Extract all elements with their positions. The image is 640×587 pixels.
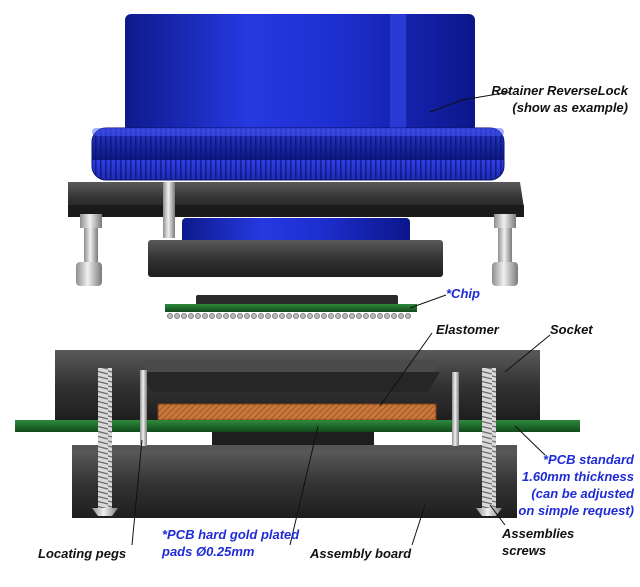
solder-ball [265,313,270,318]
elastomer-layer [158,404,436,420]
solder-ball [405,313,410,318]
chip-substrate [165,304,417,312]
solder-ball [293,313,298,318]
chip-ball-array [167,313,410,318]
solder-ball [377,313,382,318]
solder-ball [174,313,179,318]
retainer-screw-left [76,214,102,286]
solder-ball [300,313,305,318]
solder-ball [398,313,403,318]
solder-ball [230,313,235,318]
solder-ball [342,313,347,318]
socket-cavity-rim [145,360,435,372]
frame-pin [163,182,175,238]
chip [165,295,417,319]
label-assemblies-screws-line2: screws [502,543,546,558]
solder-ball [188,313,193,318]
label-retainer-line1: Retainer ReverseLock [491,83,628,98]
assembly-board-body [72,450,517,518]
label-pcb-pads-line2: pads Ø0.25mm [161,544,255,559]
label-chip: *Chip [446,286,480,301]
retainer-ring-highlight [92,128,504,136]
chip-package [196,295,398,305]
solder-ball [223,313,228,318]
solder-ball [272,313,277,318]
label-locating-pegs: Locating pegs [38,546,126,561]
solder-ball [202,313,207,318]
solder-ball [349,313,354,318]
solder-ball [258,313,263,318]
solder-ball [181,313,186,318]
solder-ball [279,313,284,318]
retainer-slot [390,14,406,132]
solder-ball [384,313,389,318]
solder-ball [286,313,291,318]
solder-ball [307,313,312,318]
solder-ball [216,313,221,318]
solder-ball [370,313,375,318]
frame-edge [68,205,524,217]
label-socket: Socket [550,322,593,337]
solder-ball [321,313,326,318]
label-assemblies-screws-line1: Assemblies [501,526,574,541]
solder-ball [314,313,319,318]
solder-ball [391,313,396,318]
label-pcb-standard-line3: (can be adjusted [531,486,635,501]
label-assembly-board: Assembly board [309,546,412,561]
solder-ball [363,313,368,318]
label-pcb-pads-line1: *PCB hard gold plated [162,527,300,542]
solder-ball [335,313,340,318]
assembly-board-top-edge [72,445,517,451]
label-pcb-standard-line4: on simple request) [518,503,634,518]
label-retainer-line2: (show as example) [512,100,628,115]
leader-chip [410,295,446,308]
solder-ball [195,313,200,318]
label-elastomer: Elastomer [436,322,500,337]
solder-ball [328,313,333,318]
solder-ball [167,313,172,318]
chip-nest [148,240,443,277]
solder-ball [251,313,256,318]
solder-ball [356,313,361,318]
retainer-body [125,14,475,132]
solder-ball [244,313,249,318]
socket-cavity [140,372,440,392]
solder-ball [209,313,214,318]
label-pcb-standard-line2: 1.60mm thickness [522,469,634,484]
assembly-board [72,445,517,518]
retainer-screw-right [492,214,518,286]
locating-peg-left [140,370,147,446]
locating-peg-right [452,372,459,446]
label-pcb-standard-line1: *PCB standard [543,452,635,467]
solder-ball [237,313,242,318]
